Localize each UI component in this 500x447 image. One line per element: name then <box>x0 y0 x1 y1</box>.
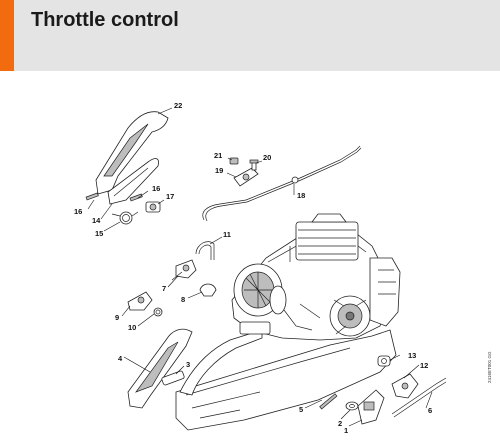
part-7-throttle-shaft <box>171 259 197 281</box>
callout-18: 18 <box>297 191 305 200</box>
part-4-throttle-trigger <box>127 328 193 409</box>
callout-9: 9 <box>115 313 119 322</box>
part-12-switch-shaft <box>391 373 419 399</box>
document-number: 2416ET001 GG <box>487 351 492 383</box>
callout-22: 22 <box>174 101 182 110</box>
page-title: Throttle control <box>31 9 179 31</box>
part-9-choke-lever <box>127 291 153 311</box>
part-18-throttle-rod <box>202 145 362 222</box>
callout-21: 21 <box>214 151 222 160</box>
part-10-spring <box>153 307 163 317</box>
callout-13: 13 <box>408 351 416 360</box>
leader-lines <box>87 107 433 427</box>
part-5-pin <box>319 393 338 410</box>
callout-5: 5 <box>299 405 303 414</box>
callout-10: 10 <box>128 323 136 332</box>
part-11-spring-clip <box>195 241 215 260</box>
accent-bar <box>0 0 14 71</box>
part-6-choke-rod <box>391 377 447 418</box>
callout-17: 17 <box>166 192 174 201</box>
callout-11: 11 <box>223 230 231 239</box>
callout-15: 15 <box>95 229 103 238</box>
exploded-parts-diagram: 1 2 3 4 5 6 7 8 9 10 11 12 13 14 15 16 1… <box>0 71 500 447</box>
callout-2: 2 <box>338 419 342 428</box>
callout-14: 14 <box>92 216 101 225</box>
part-13-spring <box>377 355 391 367</box>
callout-7: 7 <box>162 284 166 293</box>
part-8-clip <box>199 283 217 297</box>
part-2-washer <box>345 401 359 411</box>
part-16-pins <box>85 192 143 202</box>
callout-20: 20 <box>263 153 271 162</box>
callout-6: 6 <box>428 406 432 415</box>
part-17-bushing <box>145 201 161 213</box>
callout-12: 12 <box>420 361 428 370</box>
part-20-screw <box>249 159 259 171</box>
callout-19: 19 <box>215 166 223 175</box>
callout-1: 1 <box>344 426 348 435</box>
callout-16-b: 16 <box>152 184 160 193</box>
part-14-interlock-lever <box>107 158 159 205</box>
callout-labels: 1 2 3 4 5 6 7 8 9 10 11 12 13 14 15 16 1… <box>74 101 432 435</box>
part-15-torsion-spring <box>111 211 139 225</box>
part-21-nut <box>229 157 239 165</box>
part-22-handle-cover <box>95 111 169 195</box>
callout-4: 4 <box>118 354 123 363</box>
part-1-switch-lever <box>357 389 385 425</box>
chainsaw-housing <box>175 213 401 431</box>
page-header: Throttle control <box>0 0 500 71</box>
part-3-trigger-spring <box>161 370 185 386</box>
part-19-lever <box>233 167 259 187</box>
callout-3: 3 <box>186 360 190 369</box>
callout-16-a: 16 <box>74 207 82 216</box>
callout-8: 8 <box>181 295 185 304</box>
